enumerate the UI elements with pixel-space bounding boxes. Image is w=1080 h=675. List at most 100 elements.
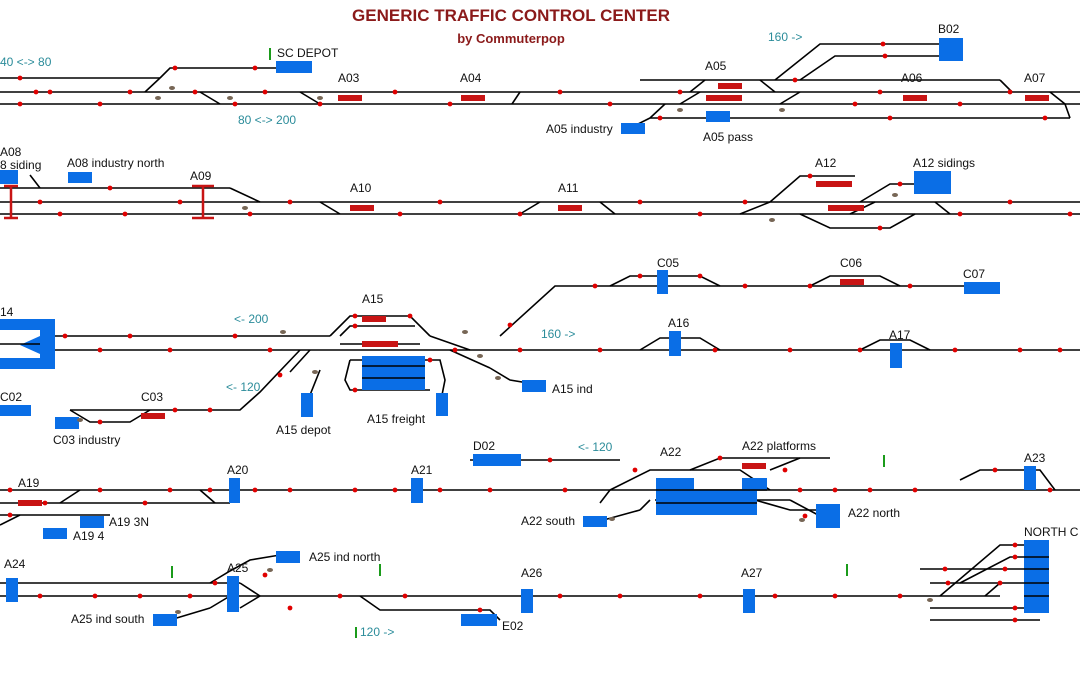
a25-ind-south-block[interactable] (153, 614, 177, 626)
label-a05: A05 (705, 59, 727, 73)
label-a27: A27 (741, 566, 763, 580)
a22-north-block[interactable] (816, 504, 840, 528)
c05-block[interactable] (657, 270, 668, 294)
label-e02: E02 (502, 619, 524, 633)
label-a24: A24 (4, 557, 26, 571)
a22-occupied (742, 463, 766, 469)
label-a14: 14 (0, 305, 14, 319)
a23-block[interactable] (1024, 466, 1036, 490)
label-a15: A15 (362, 292, 384, 306)
a22-platforms-block-a[interactable] (656, 478, 694, 515)
label-c06: C06 (840, 256, 862, 270)
c06-occupied (840, 279, 864, 285)
label-a25-ind-south: A25 ind south (71, 612, 144, 626)
row-3-signals (62, 273, 1063, 425)
a24-block[interactable] (6, 578, 18, 602)
sc-depot-block[interactable] (276, 61, 312, 73)
label-a21: A21 (411, 463, 433, 477)
a05-industry-block[interactable] (621, 123, 645, 134)
speed-limit-3: 160 -> (768, 30, 802, 44)
speed-limit-2: 80 <-> 200 (238, 113, 296, 127)
a19-occupied (18, 500, 42, 506)
a08-gate (4, 184, 18, 220)
label-a15-freight: A15 freight (367, 412, 426, 426)
a27-block[interactable] (743, 589, 755, 613)
a15-occupied-upper (362, 316, 386, 322)
label-c02: C02 (0, 390, 22, 404)
label-a17: A17 (889, 328, 911, 342)
north-c-block[interactable] (1024, 540, 1049, 613)
a17-block[interactable] (890, 343, 902, 368)
derailers (77, 86, 933, 614)
a26-block[interactable] (521, 589, 533, 613)
a11-occupied (558, 205, 582, 211)
a25-block[interactable] (227, 576, 239, 612)
d02-block[interactable] (473, 454, 521, 466)
panel-subtitle: by Commuterpop (457, 31, 565, 46)
c02-block[interactable] (0, 405, 31, 416)
a20-block[interactable] (229, 478, 240, 503)
a05-occupied-lower (706, 95, 742, 101)
label-b02: B02 (938, 22, 960, 36)
a22-platforms-block-c[interactable] (742, 478, 767, 490)
c03-occupied (141, 413, 165, 419)
label-a08-industry-north: A08 industry north (67, 156, 164, 170)
label-a19: A19 (18, 476, 40, 490)
label-a22: A22 (660, 445, 682, 459)
a08-industry-north-block[interactable] (68, 172, 92, 183)
speed-limit-8: 120 -> (360, 625, 394, 639)
a21-block[interactable] (411, 478, 423, 503)
a04-occupied (461, 95, 485, 101)
label-a04: A04 (460, 71, 482, 85)
b02-block[interactable] (939, 38, 963, 61)
label-a08: A08 (0, 145, 22, 159)
a05-occupied-upper (718, 83, 742, 89)
label-c07: C07 (963, 267, 985, 281)
a15-ind-block[interactable] (522, 380, 546, 392)
label-a23: A23 (1024, 451, 1046, 465)
a06-occupied (903, 95, 927, 101)
label-a26: A26 (521, 566, 543, 580)
label-north-c: NORTH C (1024, 525, 1079, 539)
a19-3n-block[interactable] (80, 516, 104, 528)
label-c03: C03 (141, 390, 163, 404)
a05-pass-block[interactable] (706, 111, 730, 122)
label-a05-pass: A05 pass (703, 130, 753, 144)
a16-block[interactable] (669, 331, 681, 356)
label-a12: A12 (815, 156, 837, 170)
a12-sidings-block[interactable] (914, 171, 951, 194)
a03-occupied (338, 95, 362, 101)
a22-south-block[interactable] (583, 516, 607, 527)
label-a10: A10 (350, 181, 372, 195)
a25-ind-north-block[interactable] (276, 551, 300, 563)
label-a19-4: A19 4 (73, 529, 105, 543)
c03-industry-block[interactable] (55, 417, 79, 429)
panel-title: GENERIC TRAFFIC CONTROL CENTER (352, 6, 670, 25)
c07-block[interactable] (964, 282, 1000, 294)
speed-limit-6: <- 120 (226, 380, 261, 394)
a19-4-block[interactable] (43, 528, 67, 539)
label-d02: D02 (473, 439, 495, 453)
label-a03: A03 (338, 71, 360, 85)
label-c03-industry: C03 industry (53, 433, 120, 447)
speed-limit-5: 160 -> (541, 327, 575, 341)
a08-block[interactable] (0, 170, 18, 184)
label-a22-south: A22 south (521, 514, 575, 528)
label-a12-sidings: A12 sidings (913, 156, 975, 170)
row-5-tracks (0, 544, 1040, 621)
label-a11: A11 (558, 181, 579, 195)
a15-depot-block[interactable] (301, 393, 313, 417)
label-a25: A25 (227, 561, 249, 575)
label-a16: A16 (668, 316, 690, 330)
a15-occupied-lower (362, 341, 398, 347)
a15-freight-block[interactable] (362, 356, 425, 390)
speed-limit-4: <- 200 (234, 312, 269, 326)
a09-gate (192, 184, 214, 220)
e02-block[interactable] (461, 614, 497, 626)
label-a07: A07 (1024, 71, 1046, 85)
label-c05: C05 (657, 256, 679, 270)
a15-freight-siding-block[interactable] (436, 393, 448, 416)
label-a06: A06 (901, 71, 923, 85)
